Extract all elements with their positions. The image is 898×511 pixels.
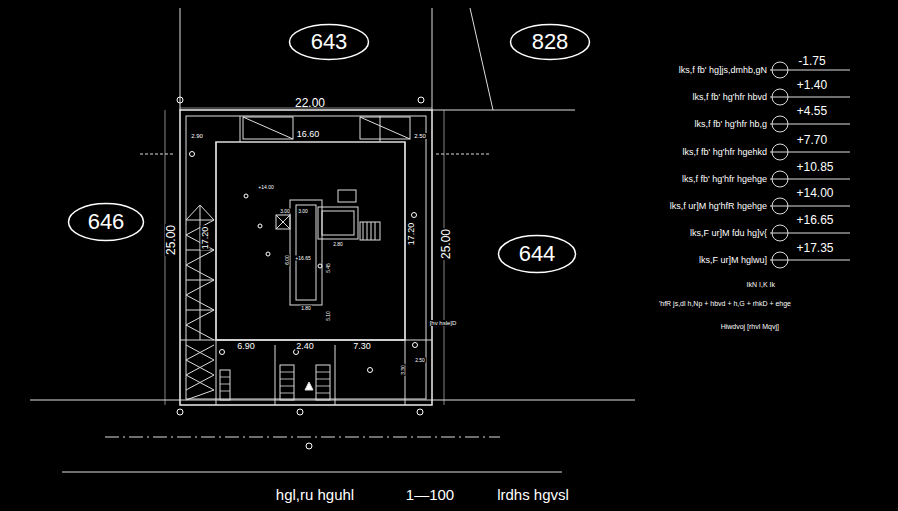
dimension-label: +16.65	[294, 256, 311, 261]
level-note: lks,f fb' hg'hfr hbvd	[692, 93, 768, 102]
plot-number-ellipse: 646	[67, 202, 145, 242]
level-note: lks,F ur]M hglwu]	[698, 256, 768, 265]
dimension-label: 17.20	[407, 222, 416, 247]
plot-number-ellipse: 643	[288, 23, 370, 61]
level-note: IkN I,K Ik	[746, 281, 776, 288]
dimension-label: 7.30	[352, 342, 372, 351]
level-note: Hiwdvoj [rhvl Mqvj]	[720, 323, 780, 330]
dimension-label: 16.60	[296, 130, 321, 139]
dimension-label: 1.80	[300, 306, 312, 311]
dimension-label: 2.90	[190, 133, 204, 139]
level-value: +10.85	[796, 161, 833, 173]
dimension-label: 17.20	[201, 226, 210, 251]
plot-number: 828	[532, 29, 569, 55]
level-value: +7.70	[797, 134, 827, 146]
level-note: lks,f ur]M hg'hfR hgehge	[669, 202, 768, 211]
dimension-label: 2.50	[413, 133, 427, 139]
sheet-title: hgl,ru hguhl	[276, 487, 354, 502]
dimension-label: 6.90	[236, 342, 256, 351]
level-value: +14.00	[796, 187, 833, 199]
dimension-label: 3.00	[279, 209, 291, 214]
level-note: lks,f fb' hg'hfr hb,g	[694, 120, 768, 129]
level-value: +17.35	[796, 242, 833, 254]
dimension-label: [hv hsle]D	[429, 320, 458, 326]
plot-number-ellipse: 644	[497, 234, 577, 274]
plot-number: 643	[311, 29, 348, 55]
level-note: lks,f fb' hg]js,dmhb,gN	[678, 66, 768, 75]
level-note: lks,f fb' hg'hfr hgehkd	[682, 148, 769, 157]
plot-number: 644	[519, 241, 556, 267]
level-note: 'hfR js,dl h,Np + hbvd + h,G + rhkD + eh…	[658, 300, 792, 307]
sheet-title: lrdhs hgvsl	[497, 487, 569, 502]
dimension-label: 2.40	[295, 342, 315, 351]
sheet-title: 1—100	[406, 487, 454, 502]
dimension-label: 2.50	[414, 358, 426, 363]
level-value: +1.40	[797, 79, 827, 91]
level-value: +4.55	[797, 105, 827, 117]
level-note: lks,f fb' hg'hfr hgehge	[681, 175, 768, 184]
dimension-label: 5.45	[326, 262, 331, 274]
dimension-label: 3.30	[401, 364, 406, 376]
level-value: +16.65	[796, 214, 833, 226]
dimension-label: 25.00	[440, 228, 452, 260]
dimension-label: 5.10	[326, 310, 331, 322]
plot-number-ellipse: 828	[509, 23, 591, 61]
dimension-label: 6.00	[285, 254, 290, 266]
level-value: -1.75	[798, 55, 825, 67]
dimension-label: 2.80	[332, 242, 344, 247]
dimension-label: +14.00	[257, 185, 274, 190]
level-note: lks,F ur]M fdu hg]v{	[689, 229, 768, 238]
dimension-label: 22.00	[295, 97, 325, 109]
dimension-label: 25.00	[165, 224, 177, 256]
plot-number: 646	[88, 209, 125, 235]
dimension-label: 3.00	[297, 209, 309, 214]
